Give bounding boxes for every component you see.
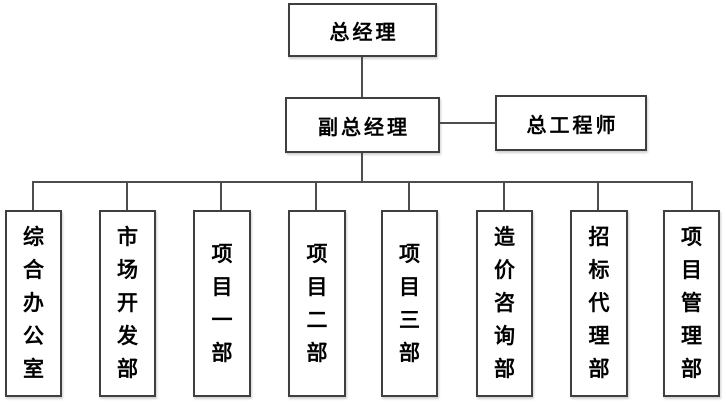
org-node-department-8: 项目管理部	[663, 210, 720, 397]
connector-bus-horizontal	[32, 181, 693, 183]
connector-stub-dept-3	[220, 181, 222, 210]
connector-stub-dept-6	[503, 181, 505, 210]
connector-stub-dept-1	[32, 181, 34, 210]
org-node-label: 综合办公室	[23, 226, 44, 381]
org-node-department-6: 造价咨询部	[476, 210, 533, 397]
connector-stub-dept-5	[408, 181, 410, 210]
connector-deputy-to-chief-engineer	[440, 122, 495, 124]
org-node-label: 项目管理部	[681, 226, 702, 381]
org-node-department-7: 招标代理部	[570, 210, 628, 397]
org-node-label: 造价咨询部	[494, 226, 515, 381]
connector-stub-dept-2	[126, 181, 128, 210]
org-node-department-5: 项目三部	[381, 210, 438, 397]
org-node-label: 副总经理	[318, 116, 410, 139]
org-node-department-4: 项目二部	[288, 210, 346, 397]
org-node-deputy-general-manager: 副总经理	[285, 97, 440, 153]
org-node-department-3: 项目一部	[193, 210, 251, 397]
connector-gm-to-deputy	[361, 57, 363, 97]
org-node-label: 市场开发部	[117, 226, 138, 381]
connector-stub-dept-8	[691, 181, 693, 210]
org-node-chief-engineer: 总工程师	[495, 95, 647, 151]
org-node-label: 总经理	[329, 21, 399, 44]
org-node-label: 项目二部	[306, 242, 328, 365]
org-node-general-manager: 总经理	[288, 3, 437, 57]
org-node-label: 总工程师	[526, 114, 619, 137]
connector-deputy-to-bus	[361, 153, 363, 181]
connector-stub-dept-4	[315, 181, 317, 210]
org-node-label: 招标代理部	[588, 226, 610, 381]
org-node-department-1: 综合办公室	[5, 210, 62, 397]
org-node-label: 项目三部	[399, 242, 420, 365]
org-node-department-2: 市场开发部	[99, 210, 156, 397]
org-node-label: 项目一部	[211, 242, 233, 365]
connector-stub-dept-7	[597, 181, 599, 210]
